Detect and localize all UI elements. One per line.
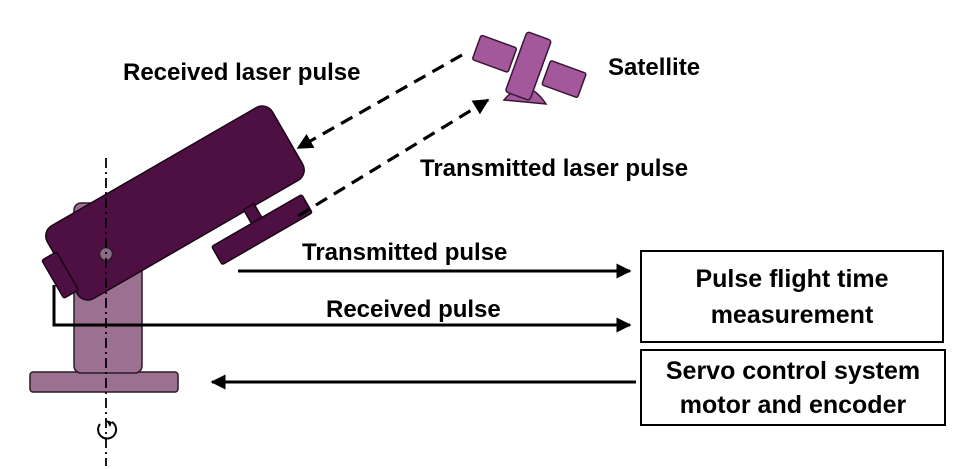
rotation-arrow-icon <box>97 420 118 440</box>
pulse-flight-time-box: Pulse flight time measurement <box>640 250 944 343</box>
servo-control-line2: motor and encoder <box>679 390 907 419</box>
pulse-flight-time-line2: measurement <box>710 300 874 329</box>
satellite-label: Satellite <box>608 54 700 81</box>
received-laser-pulse-arrow <box>296 53 463 150</box>
transmitted-pulse-label: Transmitted pulse <box>302 239 507 266</box>
telescope-back-cap <box>41 251 79 299</box>
received-pulse-label: Received pulse <box>326 296 501 323</box>
satellite-right-panel <box>541 60 587 98</box>
servo-control-box: Servo control system motor and encoder <box>640 349 946 426</box>
mount-base-plate <box>29 371 179 393</box>
transmitted-laser-pulse-label: Transmitted laser pulse <box>420 155 688 182</box>
received-pulse-arrow <box>52 285 632 333</box>
satellite-left-panel <box>472 34 518 73</box>
servo-control-line1: Servo control system <box>665 356 921 385</box>
pulse-flight-time-line1: Pulse flight time <box>695 264 889 293</box>
received-laser-pulse-label: Received laser pulse <box>123 59 360 86</box>
satellite-icon <box>472 31 587 105</box>
transmitted-laser-pulse-arrow <box>297 98 490 218</box>
satellite-body <box>505 31 552 101</box>
laser-transmitter <box>211 194 313 265</box>
